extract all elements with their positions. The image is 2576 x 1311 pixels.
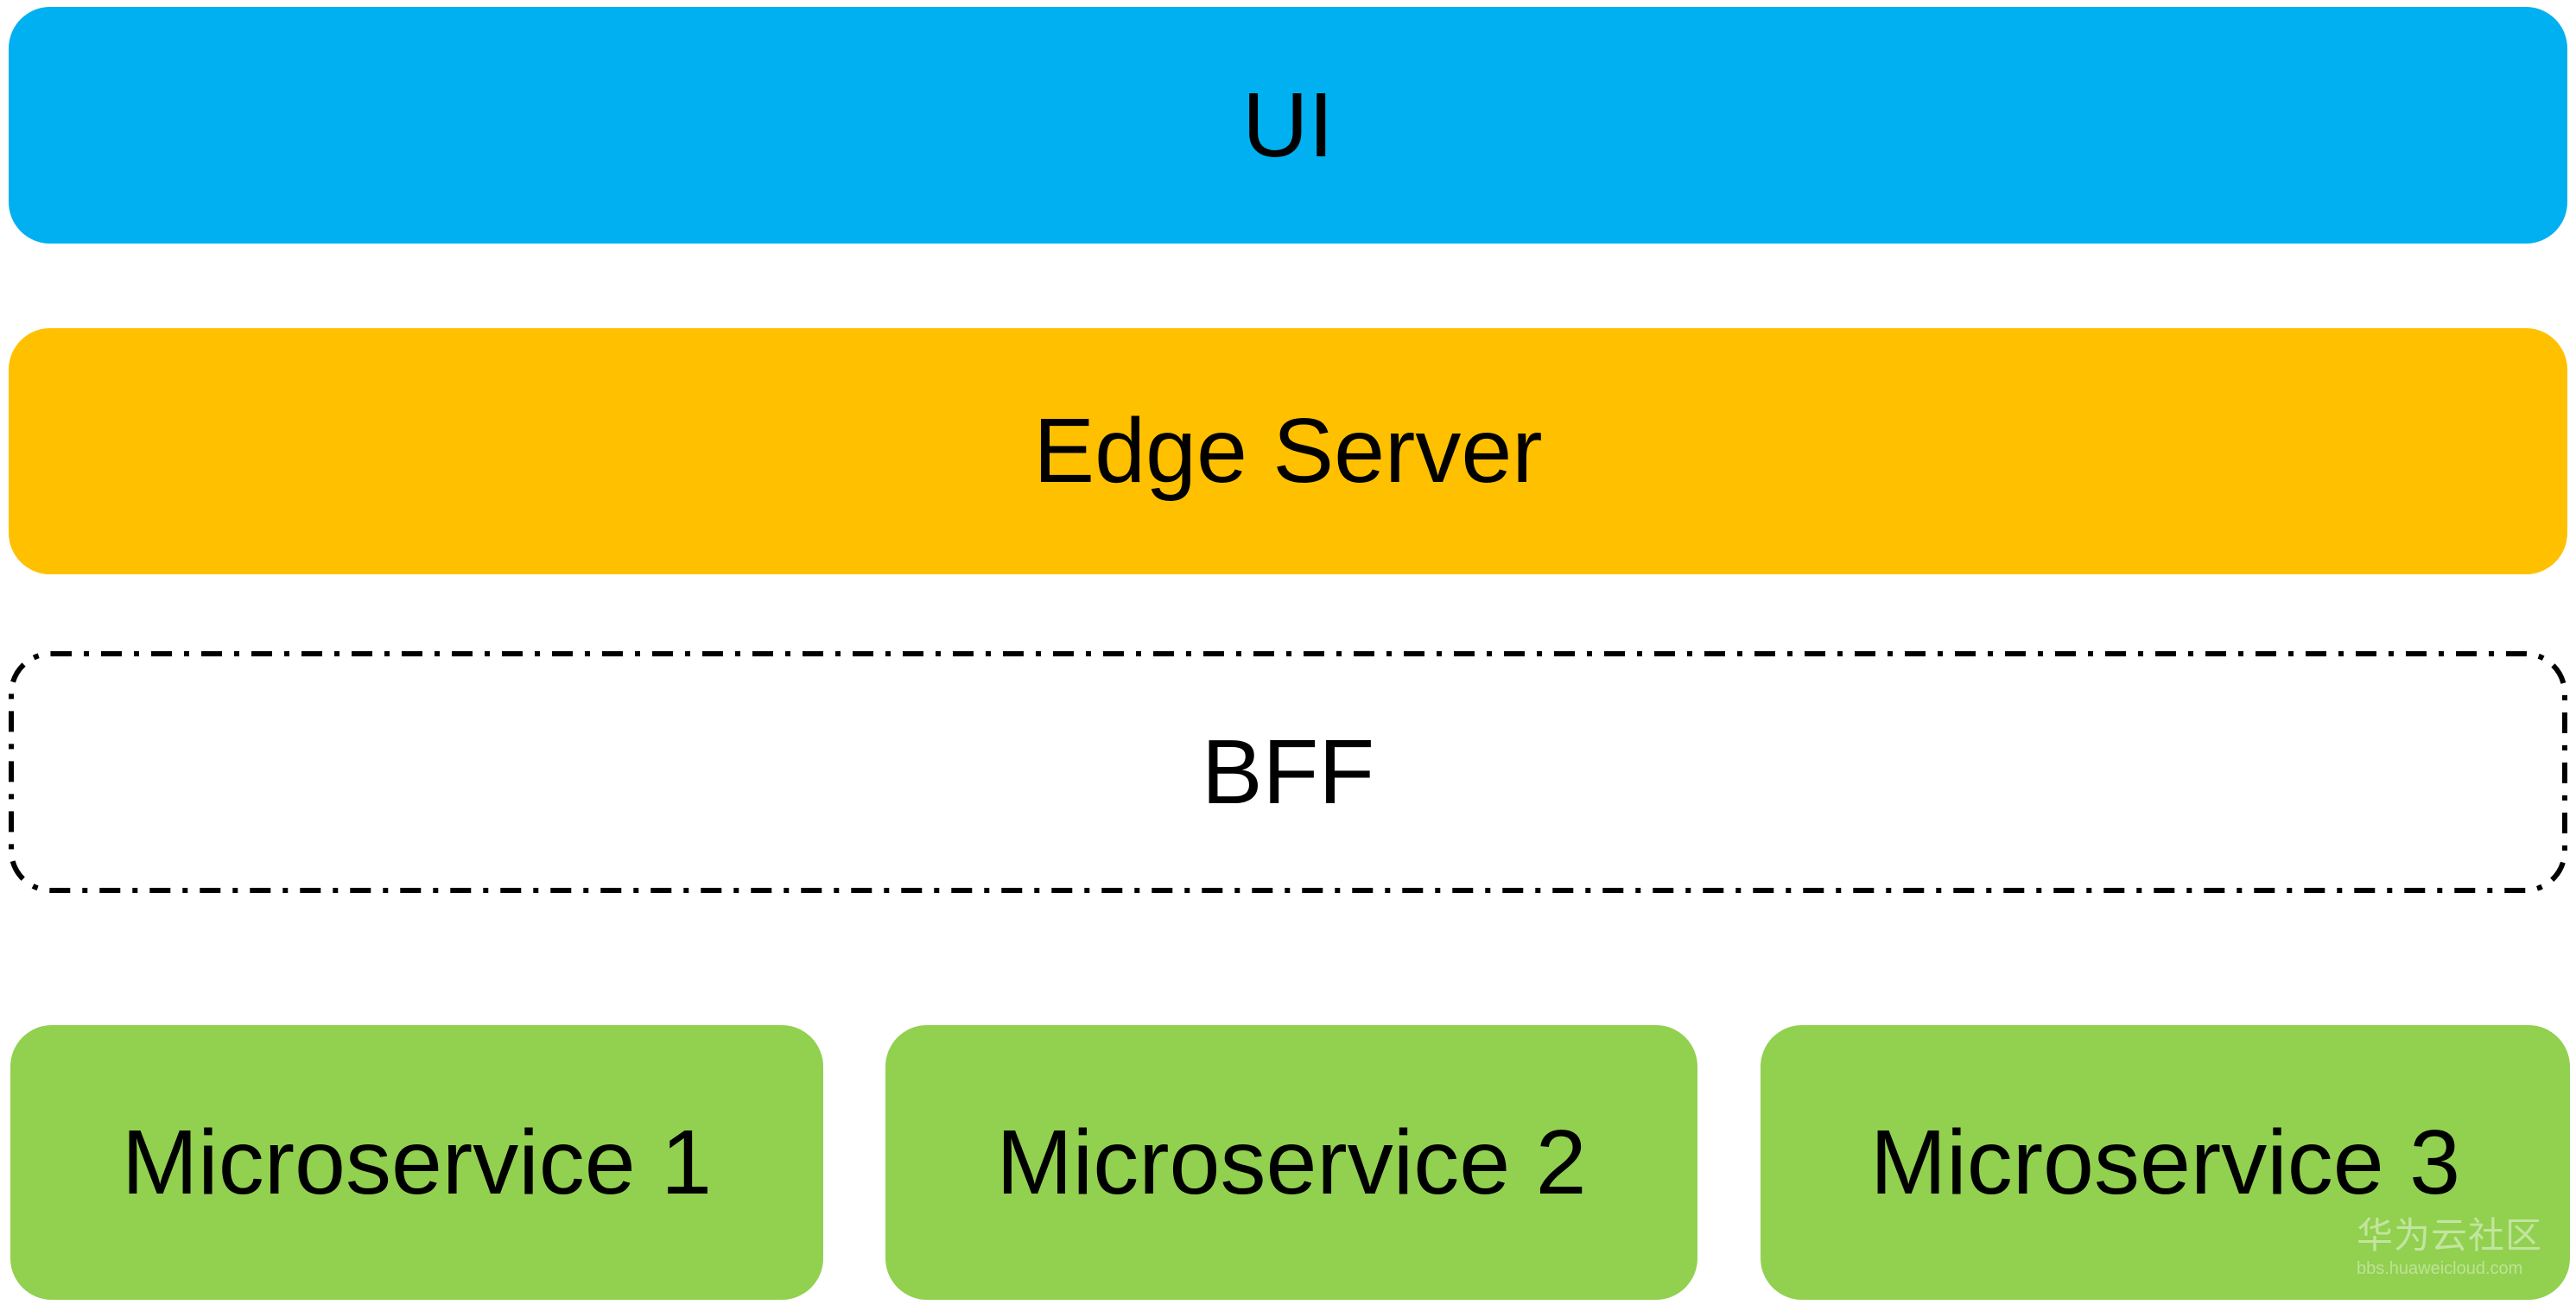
watermark: 华为云社区 bbs.huaweicloud.com [2357, 1215, 2543, 1279]
microservice-2-label: Microservice 2 [996, 1111, 1587, 1213]
bff-layer-label: BFF [1201, 720, 1375, 823]
watermark-site-url: bbs.huaweicloud.com [2357, 1259, 2523, 1279]
edge-server-layer-label: Edge Server [1033, 400, 1543, 502]
ui-layer-box: UI [9, 7, 2567, 244]
watermark-community-name: 华为云社区 [2357, 1215, 2543, 1256]
microservice-1-label: Microservice 1 [121, 1111, 713, 1213]
microservice-3-label: Microservice 3 [1869, 1111, 2461, 1213]
dash-dot-border [9, 651, 2567, 893]
edge-server-layer-box: Edge Server [9, 328, 2567, 574]
ui-layer-label: UI [1242, 73, 1334, 176]
microservice-3-box: Microservice 3 [1761, 1025, 2570, 1300]
microservice-1-box: Microservice 1 [10, 1025, 823, 1300]
bff-layer-box: BFF [9, 651, 2567, 893]
microservice-2-box: Microservice 2 [885, 1025, 1697, 1300]
